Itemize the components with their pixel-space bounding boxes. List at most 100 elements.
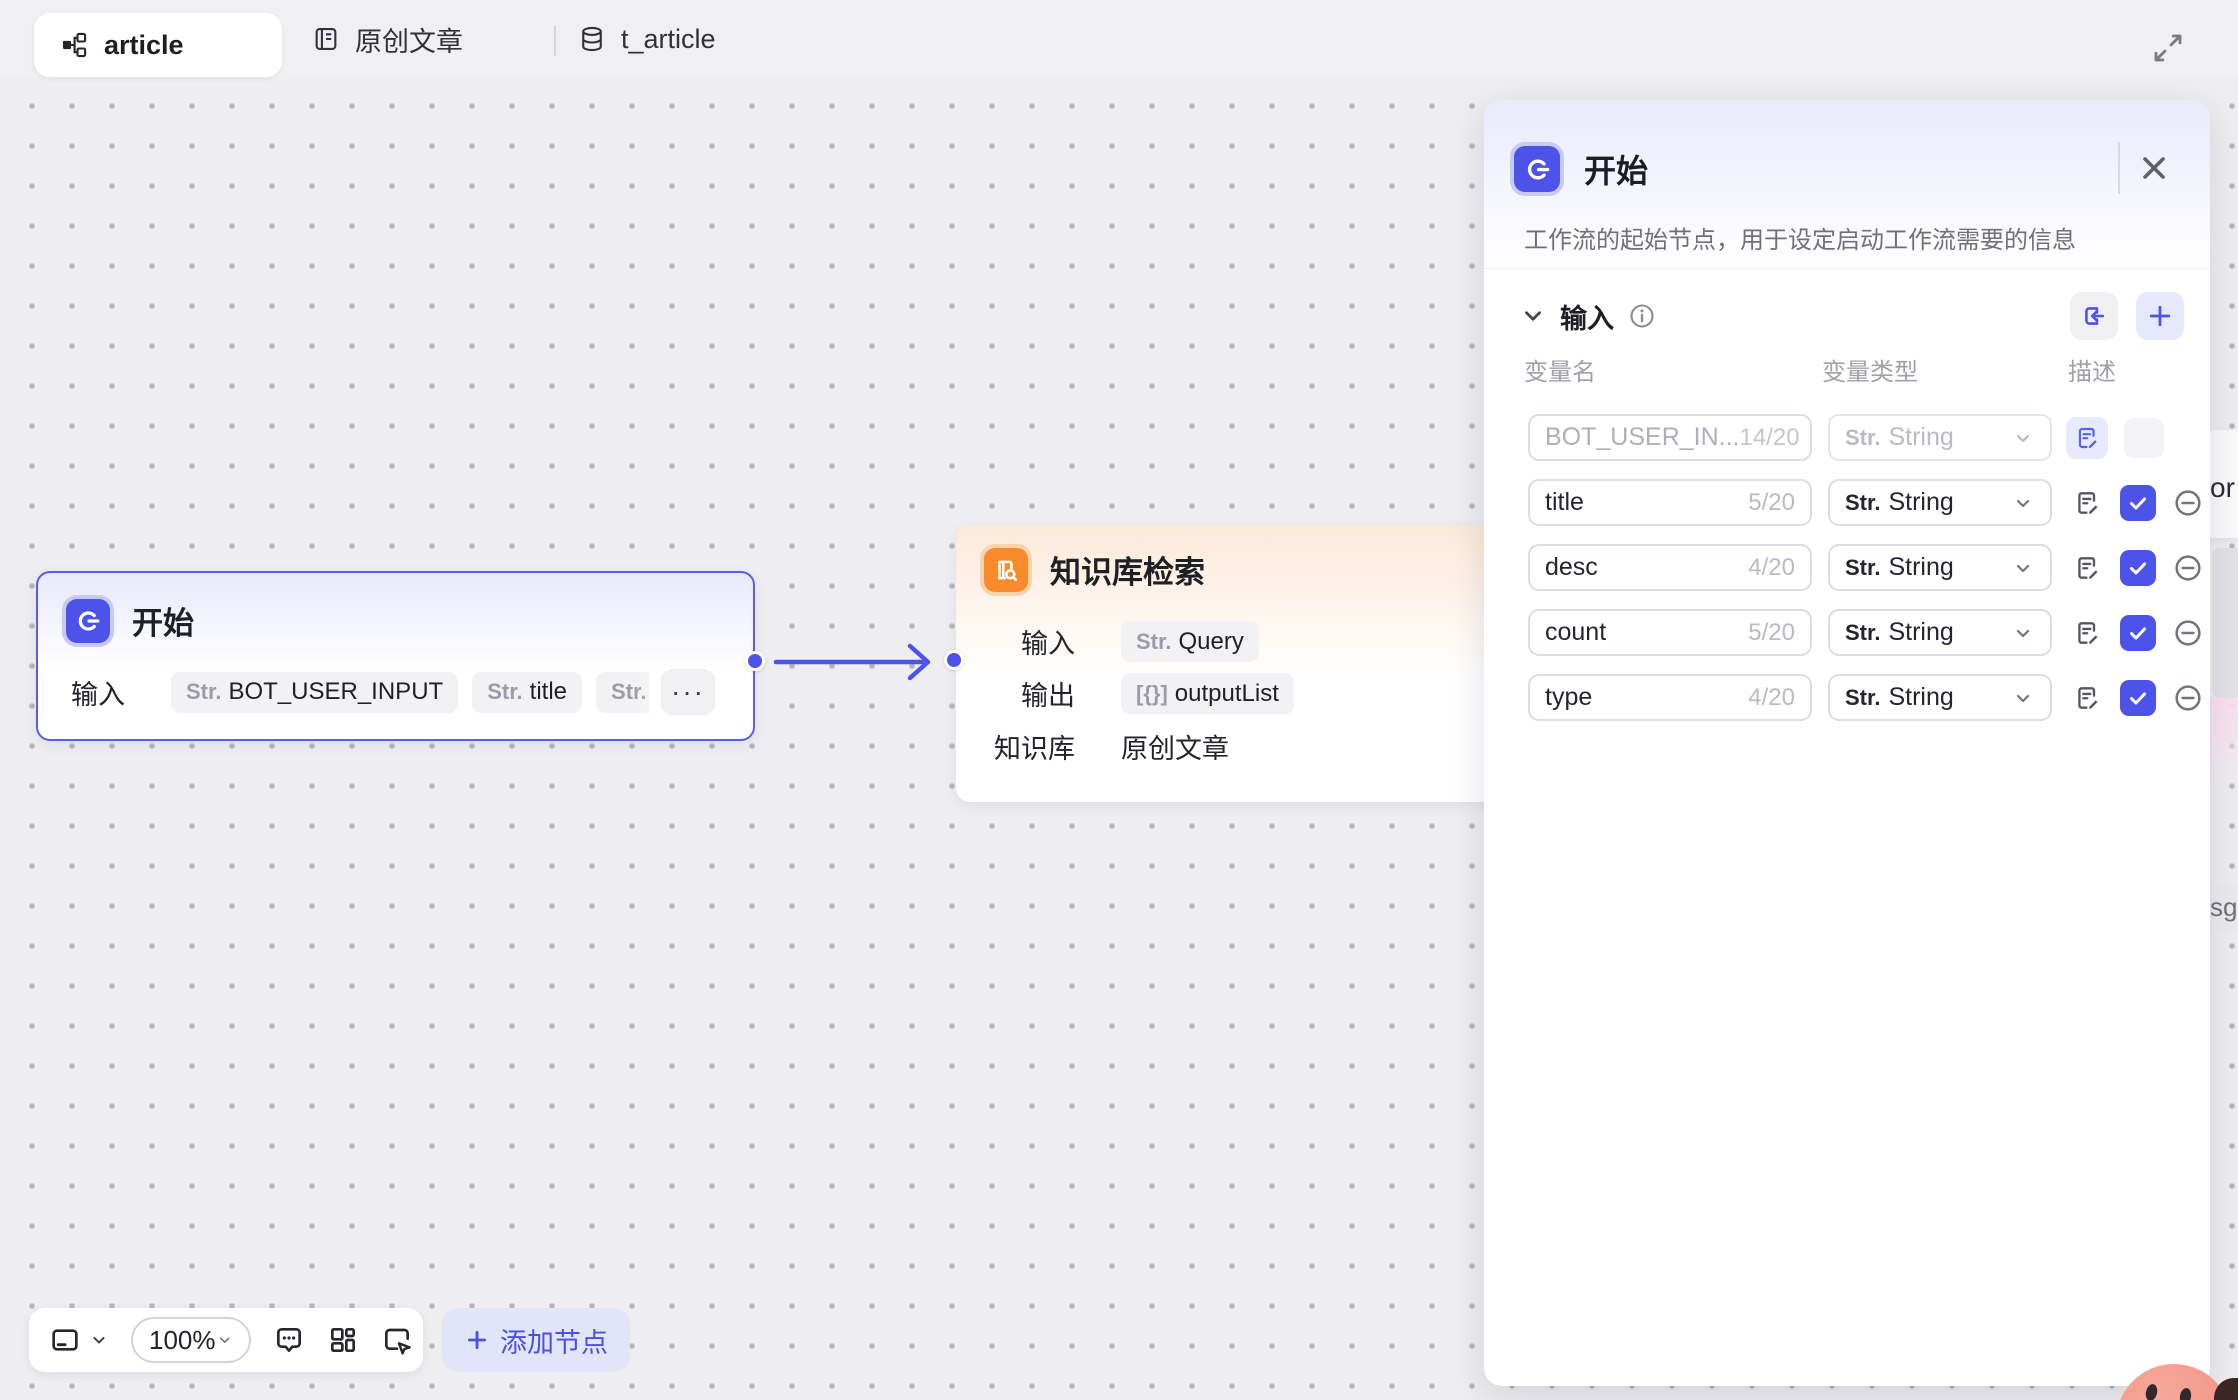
tab-article-label: article xyxy=(104,30,184,61)
clipped-node-fragment: or xyxy=(2206,430,2238,538)
edge-start-to-knowledge[interactable] xyxy=(756,636,970,688)
variable-row-type: type 4/20 Str. String xyxy=(1528,674,2204,721)
info-icon[interactable] xyxy=(1628,302,1656,330)
minimap-icon xyxy=(49,1324,81,1356)
import-variables-button[interactable] xyxy=(2070,292,2118,340)
add-variable-button[interactable] xyxy=(2136,292,2184,340)
remove-variable-icon[interactable] xyxy=(2172,682,2204,714)
input-section-label: 输入 xyxy=(1560,297,1614,336)
remove-variable-icon[interactable] xyxy=(2172,552,2204,584)
tab-database-label: t_article xyxy=(621,24,716,55)
clipped-pink-node-fragment xyxy=(2208,698,2238,794)
more-tags-button[interactable]: ··· xyxy=(661,669,715,715)
kb-output-label: 输出 xyxy=(989,674,1075,713)
database-icon xyxy=(578,25,606,53)
description-edit-icon[interactable] xyxy=(2070,484,2104,522)
minimap-mode-selector[interactable] xyxy=(49,1324,109,1356)
description-edit-icon[interactable] xyxy=(2066,417,2108,459)
zoom-level-select[interactable]: 100% xyxy=(131,1317,251,1363)
column-description: 描述 xyxy=(2068,352,2116,387)
kb-knowledge-value: 原创文章 xyxy=(1121,727,1229,766)
kb-input-tag: Str. Query xyxy=(1121,621,1259,662)
variable-type-select[interactable]: Str. String xyxy=(1828,479,2052,526)
enabled-checkbox[interactable] xyxy=(2120,615,2156,651)
variable-row-count: count 5/20 Str. String xyxy=(1528,609,2204,656)
chevron-down-icon xyxy=(2011,686,2035,710)
top-bar: article 原创文章 t_article xyxy=(0,0,2238,78)
panel-start-icon xyxy=(1514,146,1560,192)
knowledge-node-icon xyxy=(984,548,1028,592)
enabled-checkbox-disabled xyxy=(2124,418,2164,458)
document-icon xyxy=(312,25,340,53)
knowledge-node-title: 知识库检索 xyxy=(1050,547,1205,592)
variable-name-input[interactable]: count 5/20 xyxy=(1528,609,1812,656)
panel-header-divider xyxy=(2118,142,2120,194)
variable-type-select: Str. String xyxy=(1828,414,2052,461)
enabled-checkbox[interactable] xyxy=(2120,550,2156,586)
start-node-output-port[interactable] xyxy=(745,651,765,671)
description-edit-icon[interactable] xyxy=(2070,679,2104,717)
variable-row-bot-user-input: BOT_USER_IN... 14/20 Str. String xyxy=(1528,414,2164,461)
chevron-down-icon xyxy=(216,1329,234,1351)
chevron-down-icon[interactable] xyxy=(1520,303,1546,329)
knowledge-node-input-port[interactable] xyxy=(944,650,964,670)
variable-type-select[interactable]: Str. String xyxy=(1828,609,2052,656)
chevron-down-icon xyxy=(2011,426,2035,450)
variable-type-select[interactable]: Str. String xyxy=(1828,544,2052,591)
start-input-tags: Str. BOT_USER_INPUT Str. title Str. desc xyxy=(171,672,649,713)
enabled-checkbox[interactable] xyxy=(2120,680,2156,716)
variables-table-header: 变量名 变量类型 描述 xyxy=(1524,352,2184,387)
chevron-down-icon xyxy=(2011,491,2035,515)
kb-input-label: 输入 xyxy=(989,622,1075,661)
variable-name-input[interactable]: title 5/20 xyxy=(1528,479,1812,526)
description-edit-icon[interactable] xyxy=(2070,549,2104,587)
export-run-icon[interactable] xyxy=(381,1323,413,1357)
tag-desc: Str. desc xyxy=(596,672,649,713)
remove-variable-icon[interactable] xyxy=(2172,487,2204,519)
comment-icon[interactable] xyxy=(273,1323,305,1357)
panel-divider xyxy=(1484,268,2210,269)
clipped-node-fragment: sg xyxy=(2206,882,2238,934)
expand-icon[interactable] xyxy=(2150,30,2186,66)
tag-bot-user-input: Str. BOT_USER_INPUT xyxy=(171,672,458,713)
chevron-down-icon xyxy=(2011,621,2035,645)
start-node-config-panel: 开始 工作流的起始节点，用于设定启动工作流需要的信息 输入 xyxy=(1484,100,2210,1386)
variable-name-input[interactable]: BOT_USER_IN... 14/20 xyxy=(1528,414,1812,461)
mascot-eye xyxy=(2179,1387,2193,1400)
panel-description: 工作流的起始节点，用于设定启动工作流需要的信息 xyxy=(1524,220,2144,255)
description-edit-icon[interactable] xyxy=(2070,614,2104,652)
tab-divider xyxy=(554,26,556,56)
knowledge-retrieval-node[interactable]: 知识库检索 输入 Str. Query 输出 [{}] outputList 知… xyxy=(956,525,1556,802)
variable-name-input[interactable]: type 4/20 xyxy=(1528,674,1812,721)
tab-database[interactable]: t_article xyxy=(578,0,716,78)
workflow-icon xyxy=(60,31,88,59)
tab-article[interactable]: article xyxy=(34,13,282,77)
column-variable-name: 变量名 xyxy=(1524,352,1822,387)
tab-knowledge-doc-label: 原创文章 xyxy=(355,20,463,59)
kb-knowledge-label: 知识库 xyxy=(989,727,1075,766)
enabled-checkbox[interactable] xyxy=(2120,485,2156,521)
variable-type-select[interactable]: Str. String xyxy=(1828,674,2052,721)
layout-grid-icon[interactable] xyxy=(327,1323,359,1357)
tab-knowledge-doc[interactable]: 原创文章 xyxy=(312,0,463,78)
start-node-title: 开始 xyxy=(132,598,194,643)
start-node-icon xyxy=(66,599,110,643)
mascot-eye xyxy=(2144,1383,2159,1400)
variable-name-input[interactable]: desc 4/20 xyxy=(1528,544,1812,591)
start-node[interactable]: 开始 输入 Str. BOT_USER_INPUT Str. title Str… xyxy=(36,571,755,741)
add-node-label: 添加节点 xyxy=(500,1321,608,1360)
zoom-level-value: 100% xyxy=(149,1325,216,1356)
remove-variable-icon[interactable] xyxy=(2172,617,2204,649)
canvas-toolbar: 100% xyxy=(29,1308,423,1372)
start-input-label: 输入 xyxy=(71,673,171,712)
chevron-down-icon xyxy=(89,1330,109,1350)
clipped-scroll-fragment xyxy=(2212,548,2238,698)
kb-output-tag: [{}] outputList xyxy=(1121,673,1294,714)
variable-row-desc: desc 4/20 Str. String xyxy=(1528,544,2204,591)
close-icon[interactable] xyxy=(2136,150,2172,186)
chevron-down-icon xyxy=(2011,556,2035,580)
tag-title: Str. title xyxy=(472,672,582,713)
add-node-button[interactable]: 添加节点 xyxy=(442,1308,630,1372)
variable-row-title: title 5/20 Str. String xyxy=(1528,479,2204,526)
